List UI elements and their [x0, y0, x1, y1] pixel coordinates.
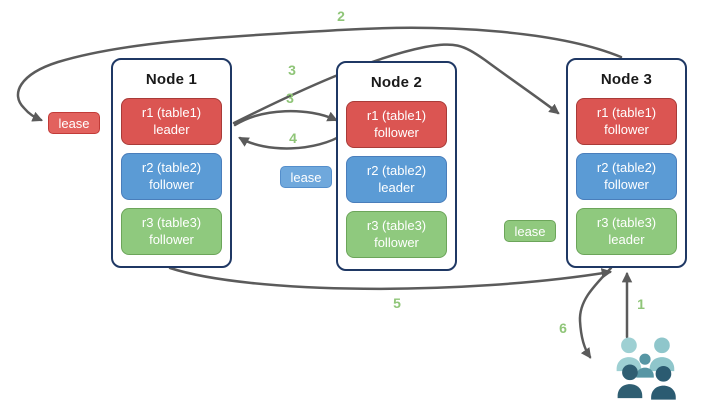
replica-role: follower — [149, 176, 194, 192]
node-1-replica-r1: r1 (table1) leader — [121, 98, 222, 145]
arrow-step3-node1-to-node3 — [232, 43, 560, 125]
node-3-title: Node 3 — [600, 71, 653, 88]
replica-label: r1 (table1) — [141, 104, 202, 120]
node-2: Node 2 r1 (table1) follower r2 (table2) … — [336, 61, 457, 271]
node-3: Node 3 r1 (table1) follower r2 (table2) … — [566, 58, 687, 268]
replica-label: r3 (table3) — [141, 214, 202, 230]
replica-role: leader — [608, 231, 645, 247]
step-label-1: 1 — [637, 296, 645, 312]
replica-label: r2 (table2) — [366, 162, 427, 178]
node-3-replica-r1: r1 (table1) follower — [576, 98, 677, 145]
node-1: Node 1 r1 (table1) leader r2 (table2) fo… — [111, 58, 232, 268]
node-1-title: Node 1 — [145, 71, 198, 88]
replica-role: follower — [374, 124, 419, 140]
node-2-replica-r1: r1 (table1) follower — [346, 101, 447, 148]
replica-label: r3 (table3) — [596, 214, 657, 230]
step-label-3a: 3 — [288, 62, 296, 78]
node-2-title: Node 2 — [370, 74, 423, 91]
step-label-5: 5 — [393, 295, 401, 311]
node-1-replica-r3: r3 (table3) follower — [121, 208, 222, 255]
person-icon — [616, 337, 676, 400]
node-3-replica-r3: r3 (table3) leader — [576, 208, 677, 255]
node-2-replica-r2: r2 (table2) leader — [346, 156, 447, 203]
replica-role: follower — [604, 121, 649, 137]
arrow-step2-node3-to-lease1 — [16, 26, 623, 122]
replica-role: follower — [604, 176, 649, 192]
arrow-step6-node3-to-clients — [578, 266, 613, 359]
replica-label: r2 (table2) — [141, 159, 202, 175]
arrow-step3-node1-to-node2 — [233, 109, 338, 127]
lease-badge-table2: lease — [280, 166, 332, 188]
arrow-step4-node2-to-node1 — [238, 132, 346, 150]
node-3-replica-r2: r2 (table2) follower — [576, 153, 677, 200]
node-2-replica-r3: r3 (table3) follower — [346, 211, 447, 258]
step-label-6: 6 — [559, 320, 567, 336]
replica-role: leader — [153, 121, 190, 137]
step-label-3b: 3 — [286, 90, 294, 106]
step-label-4: 4 — [289, 130, 297, 146]
replica-role: follower — [149, 231, 194, 247]
replica-role: leader — [378, 179, 415, 195]
replica-role: follower — [374, 234, 419, 250]
replica-label: r2 (table2) — [596, 159, 657, 175]
lease-badge-table3: lease — [504, 220, 556, 242]
replica-label: r1 (table1) — [596, 104, 657, 120]
replica-label: r3 (table3) — [366, 217, 427, 233]
arrow-step5-node1-to-node3 — [168, 266, 613, 291]
step-label-2: 2 — [337, 8, 345, 24]
lease-badge-table1: lease — [48, 112, 100, 134]
replica-label: r1 (table1) — [366, 107, 427, 123]
node-1-replica-r2: r2 (table2) follower — [121, 153, 222, 200]
